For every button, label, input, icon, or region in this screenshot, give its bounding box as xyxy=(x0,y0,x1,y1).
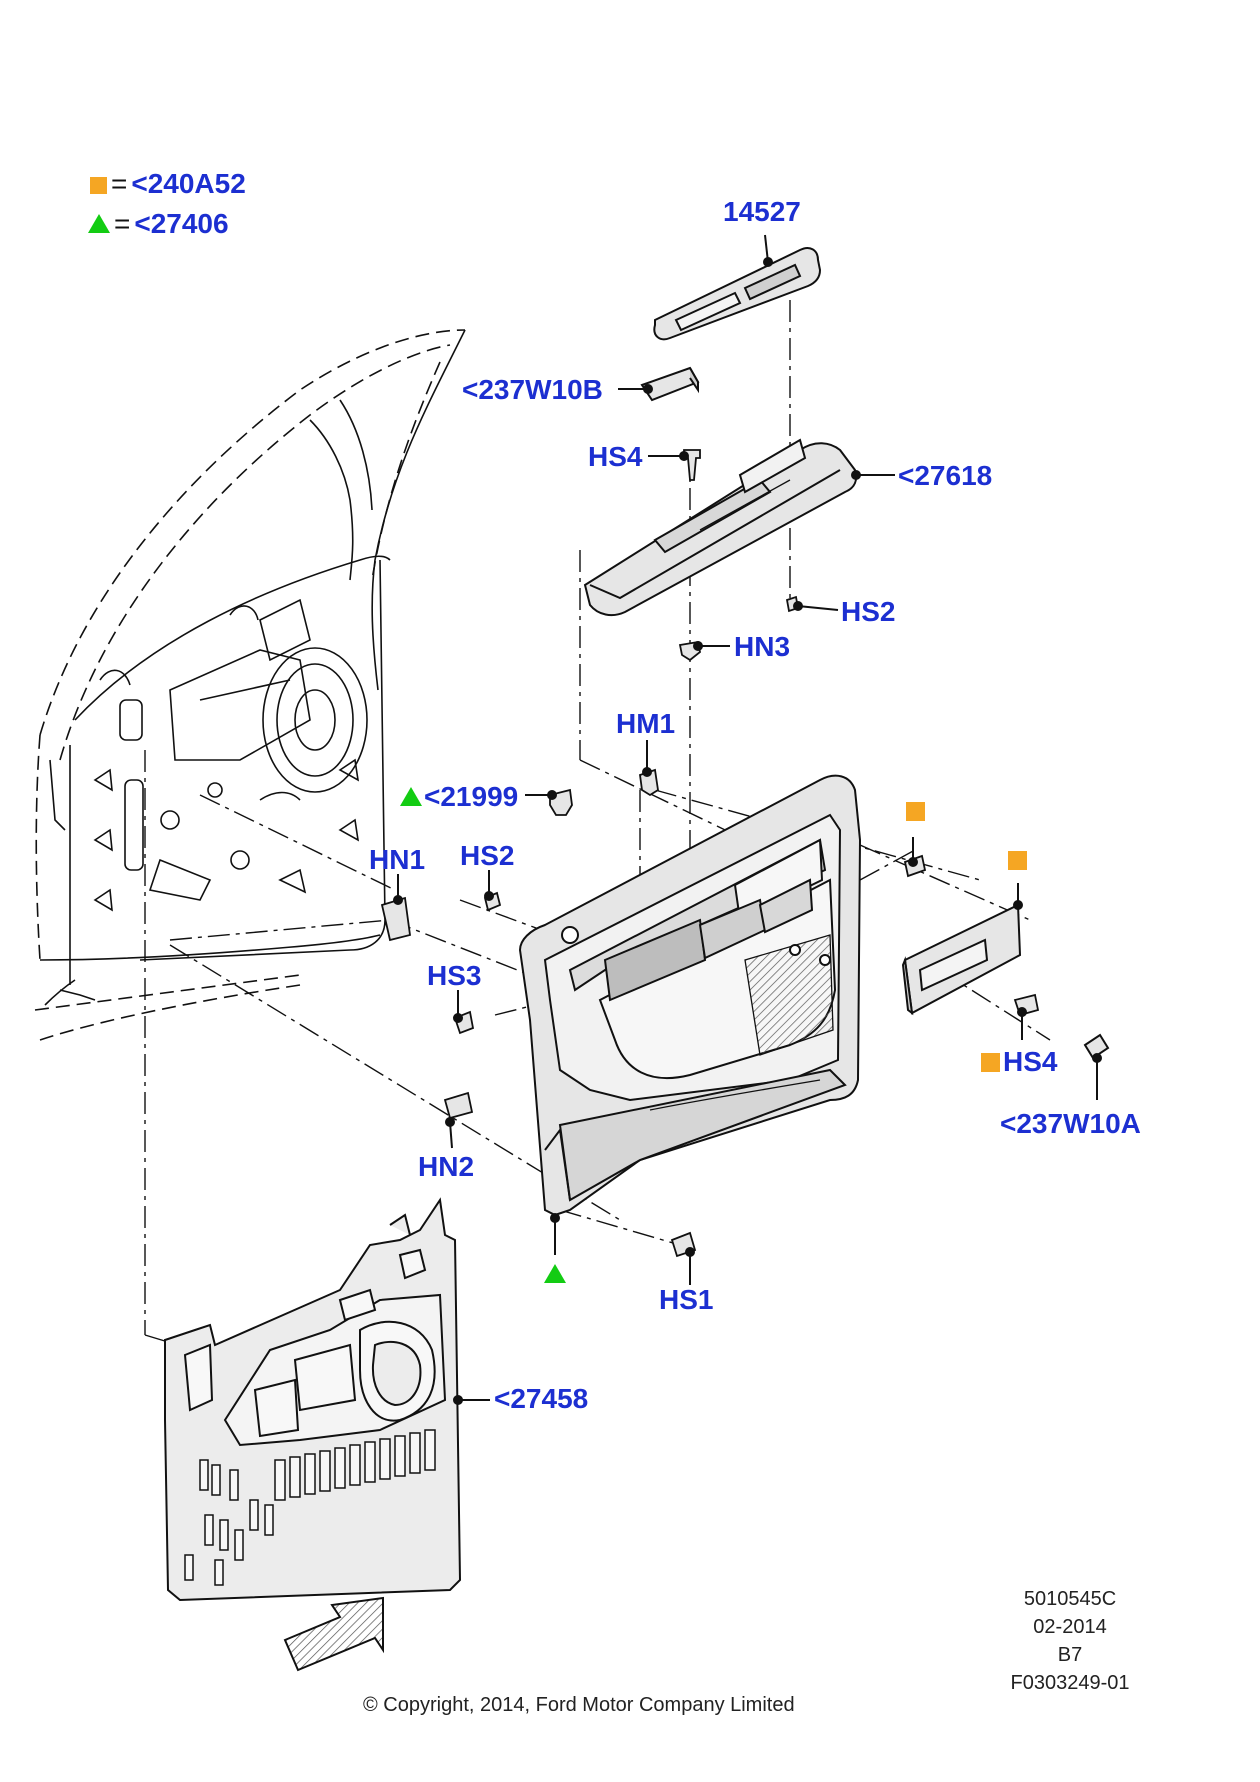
legend-code: <27406 xyxy=(134,208,229,239)
cover-237w10b-part xyxy=(640,366,700,402)
callout-hn1: HN1 xyxy=(369,844,426,875)
orange-square-marker-hs4 xyxy=(981,1053,1000,1072)
handle-bezel-part xyxy=(901,903,1022,1016)
callout-237w10b: <237W10B xyxy=(462,374,603,405)
reference-line-2: 02-2014 xyxy=(1033,1616,1107,1638)
reference-line-3: B7 xyxy=(1057,1644,1083,1666)
callout-237w10a: <237W10A xyxy=(1000,1108,1141,1139)
hn2-nut xyxy=(443,1091,474,1120)
sound-shield-part xyxy=(164,1197,462,1602)
leader-lines xyxy=(393,234,1102,1405)
green-triangle-marker xyxy=(400,787,422,806)
copyright-notice: © Copyright, 2014, Ford Motor Company Li… xyxy=(363,1694,795,1716)
reference-line-1: 5010545C xyxy=(1023,1588,1117,1610)
legend-row-triangle: =<27406 xyxy=(88,209,229,239)
orange-square-marker-upper xyxy=(906,802,925,821)
view-direction-arrow xyxy=(283,1596,384,1672)
callout-hs4-bottom: HS4 xyxy=(1003,1046,1058,1077)
armrest-part xyxy=(583,438,858,617)
legend-code: <240A52 xyxy=(131,168,246,199)
callout-hs2-right: HS2 xyxy=(841,596,896,627)
callout-27458: <27458 xyxy=(494,1383,589,1414)
callout-hs1: HS1 xyxy=(659,1284,714,1315)
callout-21999: <21999 xyxy=(424,781,519,812)
callout-hn3: HN3 xyxy=(734,631,791,662)
reference-block: 5010545C 02-2014 B7 F0303249-01 xyxy=(990,1585,1150,1697)
orange-square-icon xyxy=(90,177,107,194)
green-triangle-marker-panel xyxy=(544,1264,566,1283)
switch-bezel-part xyxy=(653,247,822,341)
callout-27618: <27618 xyxy=(898,460,993,491)
orange-square-marker-bezel xyxy=(1008,851,1027,870)
door-frame xyxy=(34,329,466,1041)
callout-hs3: HS3 xyxy=(427,960,482,991)
callout-14527: 14527 xyxy=(723,196,801,227)
legend-row-square: =<240A52 xyxy=(90,169,246,199)
callout-hm1: HM1 xyxy=(616,708,676,739)
green-triangle-icon xyxy=(88,214,110,233)
callout-hs2-left: HS2 xyxy=(460,840,515,871)
cover-237w10a-part xyxy=(1083,1033,1110,1060)
callout-hs4-top: HS4 xyxy=(588,441,643,472)
door-trim-panel xyxy=(518,774,862,1217)
callout-hn2: HN2 xyxy=(418,1151,475,1182)
reference-line-4: F0303249-01 xyxy=(1010,1672,1130,1694)
